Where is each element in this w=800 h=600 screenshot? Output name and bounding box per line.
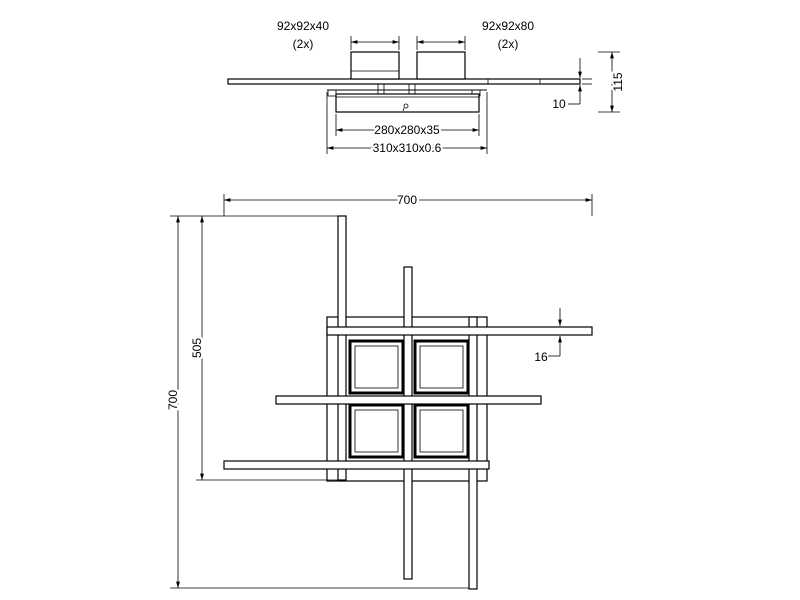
vertical-bar bbox=[468, 316, 478, 590]
side-bar bbox=[227, 78, 581, 85]
top-view: 700 700 505 16 bbox=[164, 191, 593, 590]
width-label: 700 bbox=[397, 193, 417, 207]
horizontal-bar bbox=[223, 460, 490, 470]
module-right-qty-label: (2x) bbox=[498, 37, 519, 51]
horizontal-bar bbox=[326, 326, 593, 336]
module-square bbox=[348, 339, 405, 395]
total-height-label: 115 bbox=[611, 72, 625, 91]
module-left-block bbox=[350, 51, 400, 80]
module-square bbox=[413, 403, 470, 459]
module-left-size-label: 92x92x40 bbox=[277, 19, 329, 33]
base-dimension-label: 280x280x35 bbox=[374, 123, 440, 137]
module-left-qty-label: (2x) bbox=[293, 37, 314, 51]
module-square bbox=[348, 403, 405, 459]
module-grid bbox=[348, 339, 470, 459]
module-right-block bbox=[416, 51, 466, 80]
side-view: 92x92x40 (2x) 92x92x80 (2x) 280x280x35 3… bbox=[227, 19, 627, 157]
base-box bbox=[335, 93, 480, 113]
vertical-bar bbox=[403, 266, 413, 580]
bar-width-label: 16 bbox=[534, 350, 548, 364]
bar-thickness-label: 10 bbox=[552, 97, 566, 111]
horizontal-bar bbox=[275, 395, 542, 405]
vertical-bar bbox=[337, 215, 347, 481]
height-label: 700 bbox=[166, 390, 180, 410]
module-square bbox=[413, 339, 470, 395]
inner-height-label: 505 bbox=[190, 338, 204, 358]
plate-dimension-label: 310x310x0.6 bbox=[373, 141, 442, 155]
module-right-size-label: 92x92x80 bbox=[482, 19, 534, 33]
